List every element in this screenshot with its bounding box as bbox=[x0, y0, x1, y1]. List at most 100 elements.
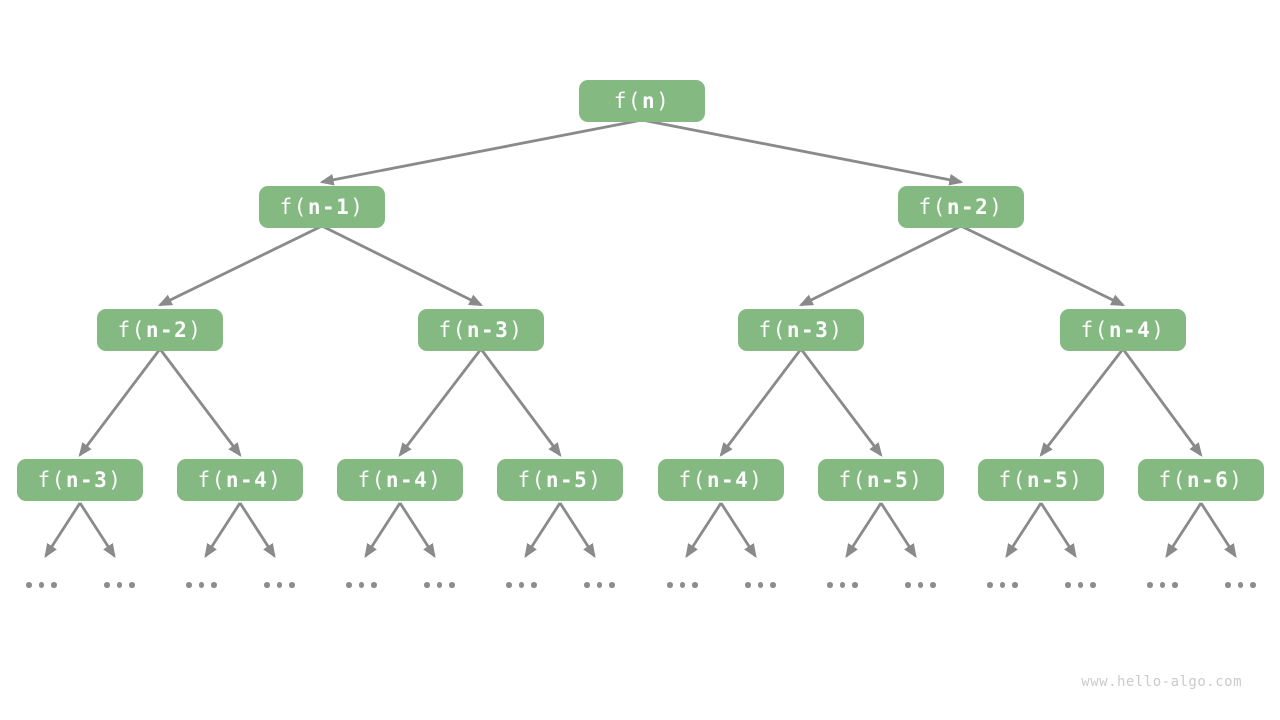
node-label-suffix: ) bbox=[1229, 468, 1244, 492]
ellipsis-dot bbox=[264, 582, 270, 588]
ellipsis-dot bbox=[116, 582, 122, 588]
node-label-arg: n-4 bbox=[706, 468, 750, 492]
node-label-prefix: f( bbox=[918, 195, 947, 219]
node-label-prefix: f( bbox=[279, 195, 308, 219]
ellipsis-dot bbox=[1250, 582, 1256, 588]
tree-edge bbox=[479, 348, 562, 457]
tree-node-b: f(n-2) bbox=[898, 186, 1024, 228]
node-label-suffix: ) bbox=[749, 468, 764, 492]
tree-node-root: f(n) bbox=[579, 80, 705, 122]
tree-node-a: f(n-1) bbox=[259, 186, 385, 228]
ellipsis-dot bbox=[186, 582, 192, 588]
tree-edge bbox=[1039, 502, 1077, 558]
ellipsis bbox=[104, 582, 135, 588]
tree-node-bbb: f(n-6) bbox=[1138, 459, 1264, 501]
ellipsis-dot bbox=[26, 582, 32, 588]
tree-node-aab: f(n-4) bbox=[177, 459, 303, 501]
node-label-prefix: f( bbox=[998, 468, 1027, 492]
ellipsis-dot bbox=[346, 582, 352, 588]
node-label-arg: n-2 bbox=[946, 195, 990, 219]
ellipsis-dot bbox=[770, 582, 776, 588]
node-label-prefix: f( bbox=[758, 318, 787, 342]
tree-edge bbox=[398, 348, 483, 457]
tree-edge bbox=[157, 224, 323, 307]
ellipsis-dot bbox=[1159, 582, 1165, 588]
tree-edge bbox=[1039, 348, 1125, 457]
node-label-prefix: f( bbox=[37, 468, 66, 492]
ellipsis-dot bbox=[839, 582, 845, 588]
tree-edge bbox=[798, 224, 962, 307]
node-label-arg: n-3 bbox=[786, 318, 830, 342]
ellipsis bbox=[186, 582, 217, 588]
ellipsis-dot bbox=[1012, 582, 1018, 588]
ellipsis bbox=[1225, 582, 1256, 588]
ellipsis-dot bbox=[852, 582, 858, 588]
node-label-suffix: ) bbox=[656, 89, 671, 113]
ellipsis-dot bbox=[1065, 582, 1071, 588]
ellipsis-dot bbox=[1077, 582, 1083, 588]
tree-edge bbox=[78, 348, 162, 457]
node-label-suffix: ) bbox=[108, 468, 123, 492]
ellipsis-dot bbox=[609, 582, 615, 588]
node-label-prefix: f( bbox=[117, 318, 146, 342]
tree-edge bbox=[685, 502, 723, 558]
node-label-suffix: ) bbox=[588, 468, 603, 492]
node-label-arg: n-5 bbox=[1026, 468, 1070, 492]
ellipsis bbox=[424, 582, 455, 588]
node-label-prefix: f( bbox=[613, 89, 642, 113]
tree-node-ab: f(n-3) bbox=[418, 309, 544, 351]
tree-edge bbox=[364, 502, 402, 558]
tree-edge bbox=[78, 502, 116, 558]
ellipsis bbox=[1065, 582, 1096, 588]
ellipsis-dot bbox=[1172, 582, 1178, 588]
ellipsis-dot bbox=[692, 582, 698, 588]
node-label-suffix: ) bbox=[350, 195, 365, 219]
tree-node-abb: f(n-5) bbox=[497, 459, 623, 501]
node-label-prefix: f( bbox=[197, 468, 226, 492]
ellipsis-dot bbox=[289, 582, 295, 588]
ellipsis-dot bbox=[999, 582, 1005, 588]
watermark: www.hello-algo.com bbox=[1081, 674, 1242, 690]
tree-node-bab: f(n-5) bbox=[818, 459, 944, 501]
ellipsis-dot bbox=[104, 582, 110, 588]
ellipsis-dot bbox=[1090, 582, 1096, 588]
ellipsis-dot bbox=[518, 582, 524, 588]
ellipsis bbox=[264, 582, 295, 588]
tree-edge bbox=[204, 502, 242, 558]
node-label-suffix: ) bbox=[1151, 318, 1166, 342]
node-label-arg: n-6 bbox=[1186, 468, 1230, 492]
ellipsis-dot bbox=[129, 582, 135, 588]
tree-node-bba: f(n-5) bbox=[978, 459, 1104, 501]
node-label-suffix: ) bbox=[989, 195, 1004, 219]
ellipsis-dot bbox=[449, 582, 455, 588]
tree-edge bbox=[641, 118, 964, 186]
tree-edge bbox=[1121, 348, 1203, 457]
ellipsis bbox=[584, 582, 615, 588]
ellipsis-dot bbox=[1237, 582, 1243, 588]
tree-edge bbox=[558, 502, 596, 558]
ellipsis-dot bbox=[531, 582, 537, 588]
ellipsis-dot bbox=[424, 582, 430, 588]
tree-edge bbox=[845, 502, 883, 558]
ellipsis-dot bbox=[584, 582, 590, 588]
tree-edge bbox=[960, 224, 1126, 307]
node-label-suffix: ) bbox=[909, 468, 924, 492]
ellipsis-dot bbox=[905, 582, 911, 588]
ellipsis bbox=[506, 582, 537, 588]
ellipsis-dot bbox=[745, 582, 751, 588]
tree-node-ba: f(n-3) bbox=[738, 309, 864, 351]
node-label-arg: n-1 bbox=[307, 195, 351, 219]
tree-edge bbox=[321, 224, 484, 307]
tree-edge bbox=[44, 502, 82, 558]
tree-edge bbox=[398, 502, 436, 558]
node-label-arg: n-5 bbox=[545, 468, 589, 492]
node-label-suffix: ) bbox=[1069, 468, 1084, 492]
ellipsis bbox=[745, 582, 776, 588]
ellipsis-dot bbox=[987, 582, 993, 588]
node-label-suffix: ) bbox=[188, 318, 203, 342]
tree-edge bbox=[158, 348, 242, 457]
ellipsis-dot bbox=[1225, 582, 1231, 588]
tree-edge bbox=[1005, 502, 1043, 558]
